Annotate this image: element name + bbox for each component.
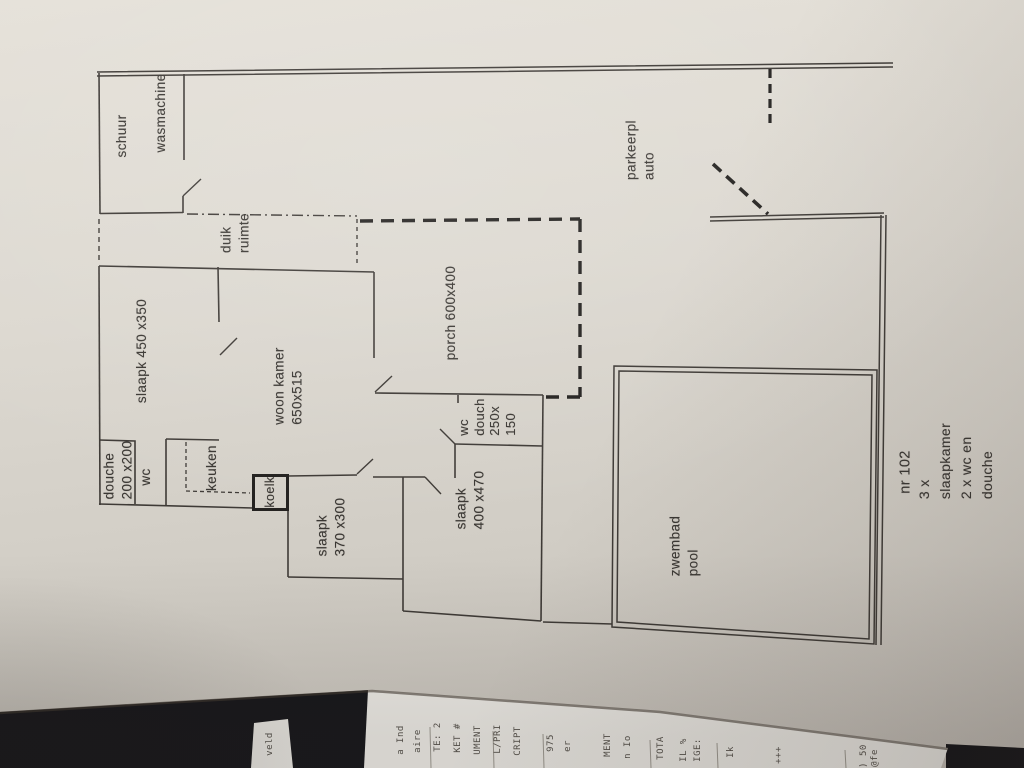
slaapk400-bottom <box>402 610 542 622</box>
zwembad-outline <box>611 365 878 645</box>
slaapk-450-label: slaapk 450 x350 <box>134 298 150 404</box>
receipt-fragment: @fe <box>870 749 880 767</box>
receipt-fragment: 975 <box>546 734 556 752</box>
woonkamer-label: woon kamer 650x515 <box>271 347 304 425</box>
partition-slaapk450 <box>217 266 220 323</box>
wall-bottom-west <box>98 503 254 509</box>
receipt-fragment: a Ind <box>396 725 406 755</box>
receipt-fragment: IL % <box>679 738 689 762</box>
wc-douch-label: wc douch 250x 150 <box>455 398 518 436</box>
dash-dot-line <box>186 213 358 217</box>
porch-outline <box>359 217 582 399</box>
receipt-corner-sliver <box>251 719 293 768</box>
duik-ruimte-label: duik ruimte <box>218 213 251 253</box>
receipt-fragment: TOTA <box>656 736 666 760</box>
wc-douche-bottom <box>454 443 543 447</box>
table-shadow-right-corner <box>946 744 1024 768</box>
boundary-right <box>875 214 887 646</box>
receipt-fragment: MENT <box>603 733 613 757</box>
receipt-divider-lines <box>429 726 847 768</box>
parkeerplaats-label: parkeerpl auto <box>623 120 656 180</box>
wall-top-south-section <box>374 392 544 396</box>
house-walls <box>98 265 613 625</box>
porch-label: porch 600x400 <box>443 265 459 361</box>
receipt-fragment: +++ <box>774 746 784 764</box>
schuur-door-leaf <box>182 178 202 197</box>
terrace-link <box>542 621 613 625</box>
slaapk-370-label: slaapk 370 x300 <box>314 497 347 557</box>
slaapk-400-label: slaapk 400 x470 <box>453 470 486 530</box>
sheet-edge-shadow <box>0 689 949 751</box>
keuken-dashed-counter <box>185 442 251 494</box>
boundary-entry-side <box>709 212 885 222</box>
gate-dash-diagonal <box>711 162 770 216</box>
duik-ruimte-lines <box>98 213 358 264</box>
zwembad-label: zwembad pool <box>667 515 700 577</box>
table-and-receipt <box>0 689 1024 768</box>
receipt-fragment: veld <box>265 732 275 756</box>
receipt-fragment: KET # <box>453 723 463 753</box>
receipt-fragment: ) 50 <box>859 744 869 768</box>
douche-label: douche 200 x200 <box>101 440 134 500</box>
receipt-fragment: aire <box>413 729 423 753</box>
house-number-label: nr 102 <box>897 450 914 494</box>
receipt-fragment: CRIPT <box>513 726 523 756</box>
douche-room <box>98 439 136 504</box>
receipt-fragment: Ik <box>726 746 736 758</box>
receipt-fragment: TE: 2 <box>433 722 443 752</box>
koelk-label: koelk <box>262 476 277 508</box>
boundary-top <box>96 62 894 77</box>
schuur-label: schuur <box>114 114 130 158</box>
wall-right <box>540 394 544 622</box>
keuken-label: keuken <box>204 445 220 491</box>
receipt-fragment: L/PRI <box>493 724 503 754</box>
receipt-paper <box>364 690 948 768</box>
summary-label: 3 x slaapkamer 2 x wc en douche <box>916 422 995 500</box>
receipt-fragment: IGE: <box>693 738 703 762</box>
schuur-walls <box>98 72 202 215</box>
property-boundary <box>96 62 894 646</box>
receipt-fragment: UMENT <box>473 725 483 755</box>
wasmachine-label: wasmachine <box>153 73 169 153</box>
slaapk370-top <box>287 474 358 477</box>
keuken-wall-top <box>165 438 220 441</box>
wc-label: wc <box>138 468 154 486</box>
slaapk370-bottom <box>287 576 404 580</box>
entrance-gate-marks <box>711 69 772 216</box>
door-leaves <box>219 337 456 495</box>
receipt-fragment: er <box>563 740 573 752</box>
receipt-fragment: n Io <box>623 735 633 759</box>
wall-left <box>98 265 101 506</box>
koelk-box <box>252 474 289 511</box>
wall-top-west <box>98 265 375 273</box>
